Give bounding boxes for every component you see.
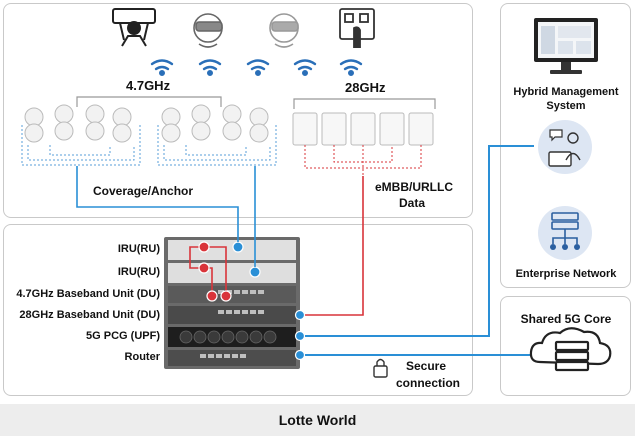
touch-screen-icon — [339, 8, 375, 48]
rack-label-iru-2: IRU(RU) — [117, 266, 160, 278]
rack-label-du-47: 4.7GHz Baseband Unit (DU) — [16, 288, 160, 300]
vr-headset-icon — [193, 13, 223, 48]
server-network-icon — [538, 206, 592, 260]
enterprise-label: Enterprise Network — [515, 268, 617, 280]
lock-icon — [373, 358, 388, 378]
coverage-label: Coverage/Anchor — [93, 184, 194, 198]
secure-label-line1: Secure — [406, 359, 447, 373]
rack-label-iru-1: IRU(RU) — [117, 243, 160, 255]
mmwave-unit-group — [292, 112, 434, 146]
radio-unit-group-right — [161, 104, 269, 143]
vr-user-icon — [112, 8, 156, 47]
secure-label-line2: connection — [396, 376, 461, 390]
footer-venue-name: Lotte World — [0, 404, 635, 436]
monitor-icon — [534, 18, 598, 74]
hms-label-line1: Hybrid Management — [513, 86, 619, 98]
rack-label-upf: 5G PCG (UPF) — [86, 330, 160, 342]
equipment-rack — [164, 237, 300, 369]
rack-label-du-28: 28GHz Baseband Unit (DU) — [19, 309, 160, 321]
wifi-icon — [150, 59, 363, 76]
vr-headset-icon — [269, 13, 299, 48]
cloud-servers-icon — [529, 327, 612, 372]
embb-label-line2: Data — [399, 196, 426, 210]
band-low-label: 4.7GHz — [126, 78, 171, 93]
support-agent-icon — [538, 120, 592, 174]
embb-label-line1: eMBB/URLLC — [375, 180, 453, 194]
core-label: Shared 5G Core — [520, 312, 612, 326]
hms-label-line2: System — [546, 100, 586, 112]
band-high-label: 28GHz — [345, 80, 386, 95]
radio-unit-group-left — [24, 104, 132, 143]
rack-label-router: Router — [124, 351, 160, 363]
